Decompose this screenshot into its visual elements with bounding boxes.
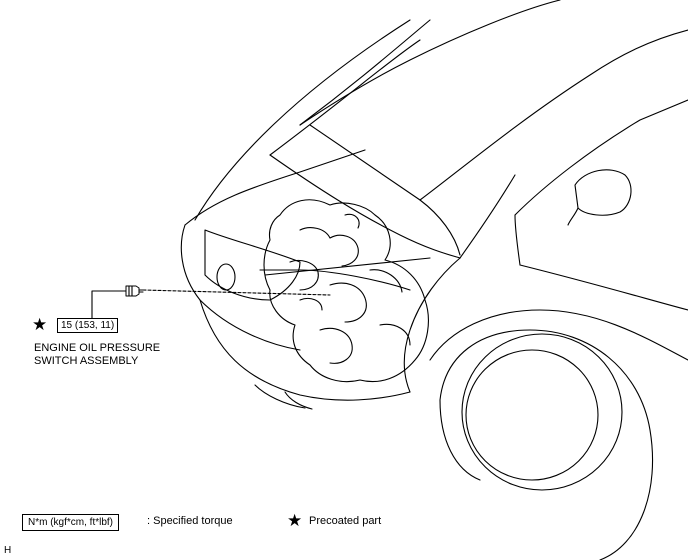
legend-precoated-desc: Precoated part (309, 515, 382, 527)
component-label-line1: ENGINE OIL PRESSURE (34, 342, 161, 354)
legend-torque-unit-box: N*m (kgf*cm, ft*lbf) (22, 514, 120, 531)
legend-torque-desc: : Specified torque (147, 515, 233, 527)
legend-star-icon: ★ (287, 511, 303, 530)
switch-leader (91, 285, 331, 319)
car-body (180, 0, 688, 560)
corner-mark: H (4, 545, 12, 556)
precoat-star-icon: ★ (32, 315, 48, 334)
component-label-line2: SWITCH ASSEMBLY (34, 355, 139, 367)
engine-assembly (259, 199, 431, 383)
torque-value-box: 15 (153, 11) (57, 318, 119, 333)
